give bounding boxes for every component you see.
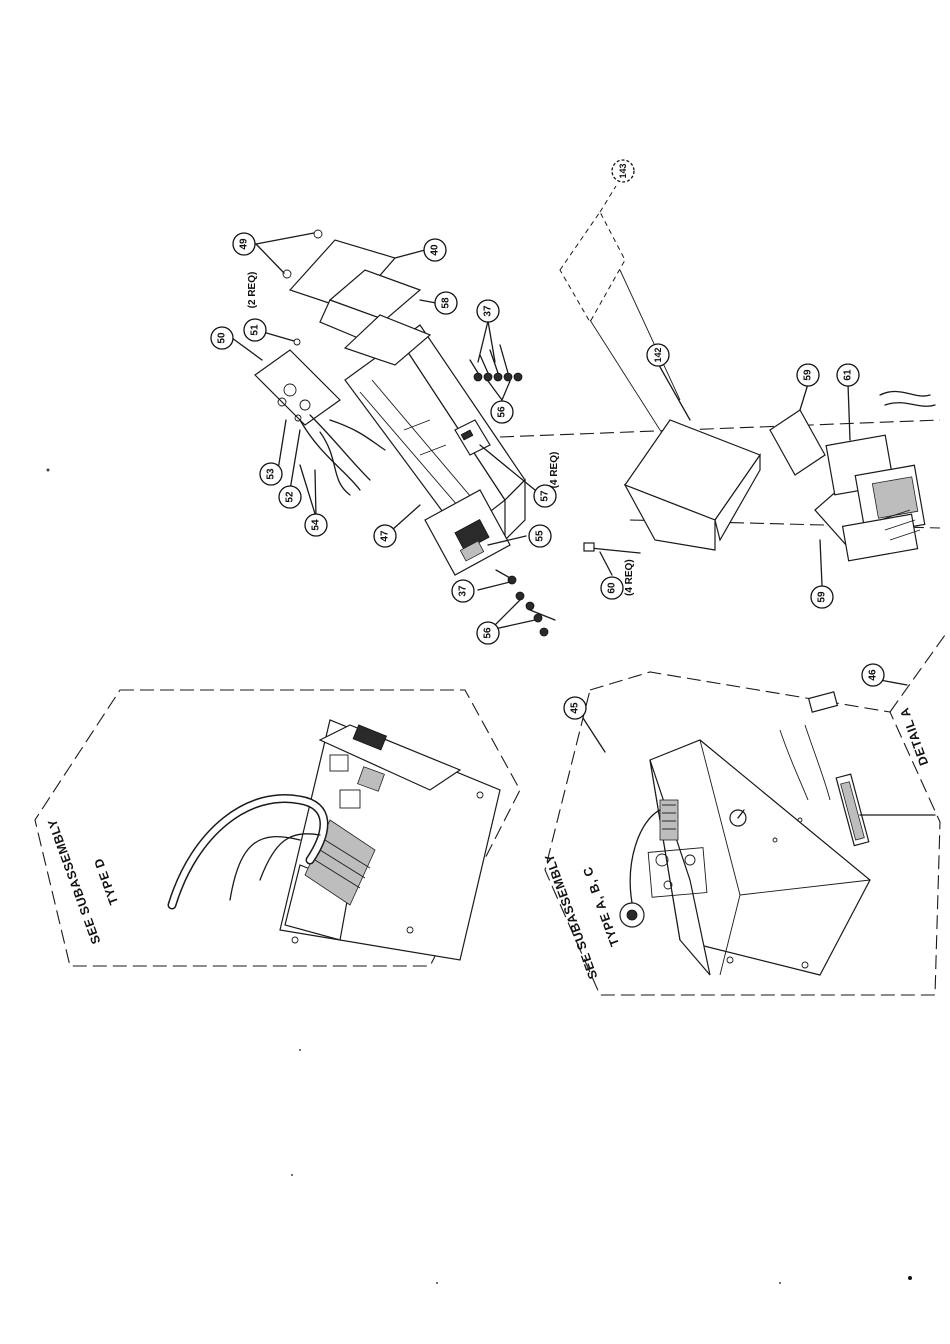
svg-text:142: 142 <box>653 347 663 362</box>
svg-text:56: 56 <box>483 627 494 639</box>
svg-text:56: 56 <box>497 406 508 418</box>
svg-text:49: 49 <box>239 238 250 250</box>
svg-text:52: 52 <box>285 491 296 503</box>
callout-55: 55 <box>529 525 551 547</box>
svg-text:59: 59 <box>803 369 814 381</box>
svg-text:37: 37 <box>458 585 469 597</box>
power-assembly <box>500 186 940 585</box>
callout-40: 40 <box>424 239 446 261</box>
callout-59-lower: 59 <box>811 586 833 608</box>
callout-58: 58 <box>435 292 457 314</box>
subassembly-type-d-panel <box>35 690 520 966</box>
callout-37-lower: 37 <box>452 580 474 602</box>
callout-50: 50 <box>211 327 233 349</box>
callout-54: 54 <box>305 514 327 536</box>
callout-52: 52 <box>279 486 301 508</box>
type-abc-title-line2: TYPE A, B, C <box>580 865 622 949</box>
svg-text:40: 40 <box>430 244 441 256</box>
svg-text:46: 46 <box>868 669 879 681</box>
svg-text:59: 59 <box>817 591 828 603</box>
callout-143: 143 <box>612 160 634 182</box>
detail-a-divider <box>890 635 945 712</box>
type-d-title-line1: SEE SUBASSEMBLY <box>45 817 103 946</box>
callout-49: 49 <box>233 233 255 255</box>
callout-59: 59 <box>797 364 819 386</box>
callout-60: 60 <box>601 577 623 599</box>
callout-51: 51 <box>244 319 266 341</box>
svg-text:61: 61 <box>843 369 854 381</box>
callout-47: 47 <box>374 525 396 547</box>
svg-text:53: 53 <box>266 468 277 480</box>
callout-142: 142 <box>647 344 669 366</box>
nut-stack-upper <box>470 321 522 400</box>
type-d-title-line2: TYPE D <box>91 856 121 907</box>
svg-text:51: 51 <box>250 324 261 336</box>
note-2-req: (2 REQ) <box>247 272 258 309</box>
callout-37: 37 <box>477 300 499 322</box>
svg-text:54: 54 <box>311 519 322 531</box>
detail-a-label: DETAIL A <box>897 705 931 767</box>
svg-text:50: 50 <box>217 332 228 344</box>
subassembly-type-abc-panel <box>545 672 940 995</box>
svg-text:57: 57 <box>540 490 551 502</box>
callout-46: 46 <box>862 664 884 686</box>
svg-text:143: 143 <box>618 163 628 178</box>
note-4-req-60: (4 REQ) <box>624 559 635 596</box>
svg-text:55: 55 <box>535 530 546 542</box>
svg-text:45: 45 <box>570 702 581 714</box>
callout-61: 61 <box>837 364 859 386</box>
svg-text:60: 60 <box>607 582 618 594</box>
callout-56-lower: 56 <box>477 622 499 644</box>
callout-53: 53 <box>260 463 282 485</box>
callout-56: 56 <box>491 401 513 423</box>
note-4-req-57: (4 REQ) <box>549 452 560 489</box>
svg-text:58: 58 <box>441 297 452 309</box>
svg-text:37: 37 <box>483 305 494 317</box>
callout-45: 45 <box>564 697 586 719</box>
svg-text:47: 47 <box>380 530 391 542</box>
housing-assembly-47 <box>232 230 555 636</box>
detail-a-leader <box>880 680 907 685</box>
